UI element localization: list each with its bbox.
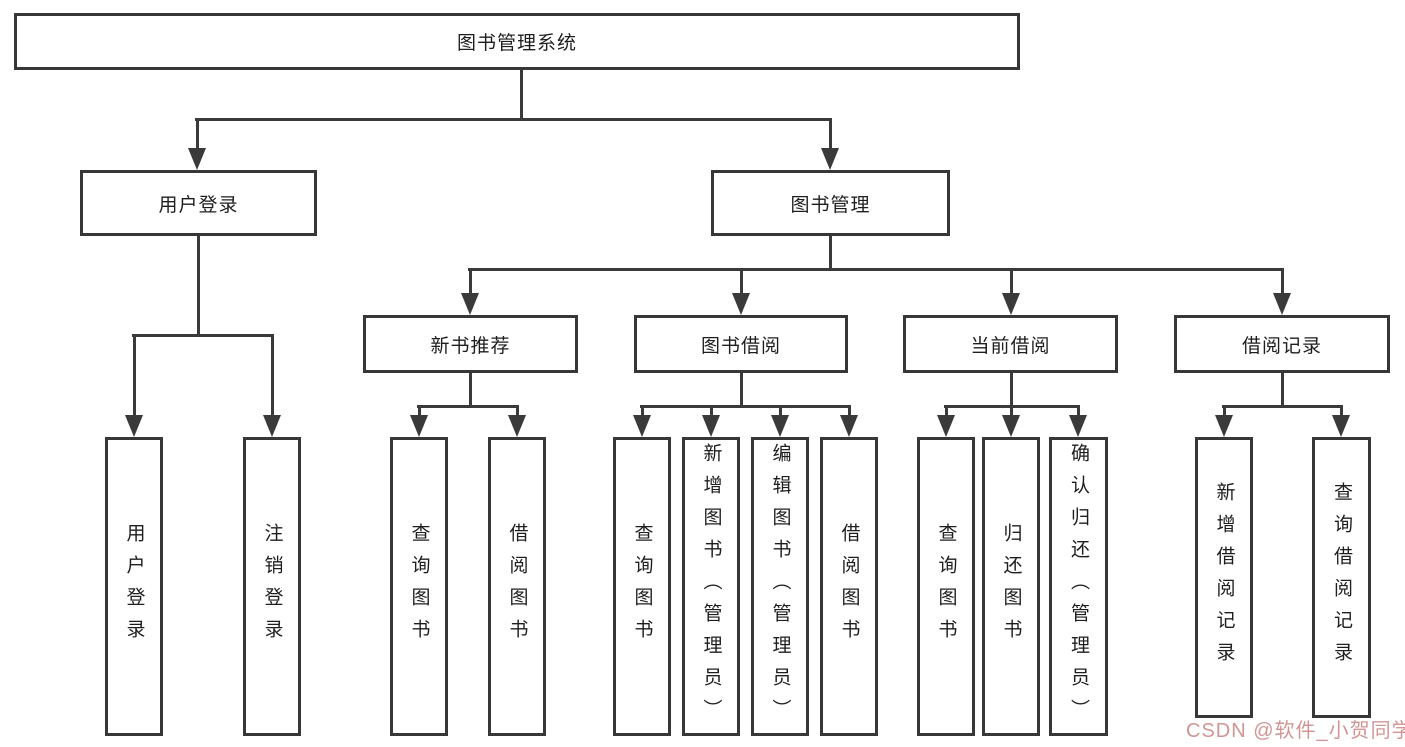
arrow-down-icon — [702, 415, 720, 437]
connector-sec3-arm-2 — [1010, 405, 1013, 419]
arrow-down-icon — [508, 415, 526, 437]
connector-sec2-arm-1 — [641, 405, 644, 419]
leaf-query-borrow-record: 查询借阅记录 — [1312, 437, 1371, 718]
connector-l2-arm-left — [196, 118, 199, 152]
connector-sec3-stem — [1010, 373, 1013, 408]
leaf-confirm-return-admin-label: 确认归还（管理员） — [1068, 442, 1089, 731]
leaf-add-borrow-record: 新增借阅记录 — [1195, 437, 1253, 718]
leaf-user-login-label: 用户登录 — [123, 522, 145, 651]
connector-sec1-stem — [469, 373, 472, 408]
connector-sec3-arm-1 — [945, 405, 948, 419]
leaf-return-book: 归还图书 — [982, 437, 1040, 736]
connector-sec3-split — [944, 405, 1080, 408]
connector-l3-arm-4 — [1281, 268, 1284, 297]
node-current-borrowing-label: 当前借阅 — [970, 335, 1051, 357]
connector-user-stem — [197, 236, 200, 337]
connector-sec1-arm-2 — [516, 405, 519, 419]
arrow-down-icon — [937, 415, 955, 437]
connector-l2-arm-right — [829, 118, 832, 152]
leaf-borrow-book-borrowing: 借阅图书 — [820, 437, 878, 736]
leaf-query-book-recommend: 查询图书 — [390, 437, 448, 736]
connector-l2-split — [195, 118, 832, 121]
leaf-query-book-current-label: 查询图书 — [935, 522, 957, 651]
leaf-edit-book-admin-label: 编辑图书（管理员） — [769, 442, 791, 731]
node-root-label: 图书管理系统 — [456, 33, 577, 54]
node-borrow-records-label: 借阅记录 — [1241, 335, 1322, 357]
node-new-book-recommend-label: 新书推荐 — [430, 335, 511, 357]
connector-l3-arm-3 — [1010, 268, 1013, 297]
connector-root-stem — [520, 70, 523, 121]
connector-book-stem — [829, 236, 832, 271]
arrow-down-icon — [633, 415, 651, 437]
leaf-confirm-return-admin: 确认归还（管理员） — [1049, 437, 1108, 736]
connector-l3-split — [468, 268, 1284, 271]
leaf-query-book-borrowing: 查询图书 — [613, 437, 671, 736]
watermark: CSDN @软件_小贺同学 — [1186, 720, 1405, 742]
node-book-borrowing: 图书借阅 — [634, 315, 848, 373]
arrow-down-icon — [410, 415, 428, 437]
leaf-query-book-current: 查询图书 — [917, 437, 975, 736]
connector-sec4-stem — [1281, 373, 1284, 408]
connector-sec2-split — [640, 405, 851, 408]
leaf-logout: 注销登录 — [243, 437, 301, 736]
leaf-logout-label: 注销登录 — [261, 522, 283, 651]
arrow-down-icon — [1002, 415, 1020, 437]
leaf-add-borrow-record-label: 新增借阅记录 — [1213, 481, 1235, 674]
leaf-query-book-recommend-label: 查询图书 — [408, 522, 430, 651]
node-book-management-label: 图书管理 — [790, 194, 871, 216]
leaf-query-book-borrowing-label: 查询图书 — [631, 522, 653, 651]
leaf-borrow-book-recommend: 借阅图书 — [488, 437, 546, 736]
leaf-borrow-book-borrowing-label: 借阅图书 — [838, 522, 860, 651]
node-user-login-branch: 用户登录 — [80, 170, 317, 236]
arrow-down-icon — [1069, 415, 1087, 437]
arrow-down-icon — [821, 148, 839, 170]
connector-sec2-arm-2 — [710, 405, 713, 419]
connector-sec2-stem — [740, 373, 743, 408]
arrow-down-icon — [125, 415, 143, 437]
connector-sec2-arm-3 — [779, 405, 782, 419]
connector-sec4-split — [1222, 405, 1343, 408]
leaf-edit-book-admin: 编辑图书（管理员） — [751, 437, 809, 736]
connector-sec1-arm-1 — [418, 405, 421, 419]
connector-sec2-arm-4 — [848, 405, 851, 419]
connector-sec4-arm-1 — [1223, 405, 1226, 419]
arrow-down-icon — [1215, 415, 1233, 437]
leaf-user-login: 用户登录 — [105, 437, 163, 736]
node-book-borrowing-label: 图书借阅 — [700, 335, 781, 357]
node-book-management: 图书管理 — [711, 170, 950, 236]
leaf-add-book-admin-label: 新增图书（管理员） — [700, 442, 722, 731]
node-new-book-recommend: 新书推荐 — [363, 315, 578, 373]
arrow-down-icon — [771, 415, 789, 437]
connector-sec1-split — [417, 405, 519, 408]
connector-user-split — [132, 334, 274, 337]
arrow-down-icon — [1273, 293, 1291, 315]
leaf-return-book-label: 归还图书 — [1000, 522, 1022, 651]
arrow-down-icon — [840, 415, 858, 437]
connector-user-arm-left — [133, 334, 136, 418]
connector-l3-arm-2 — [740, 268, 743, 297]
node-user-login-branch-label: 用户登录 — [158, 194, 239, 216]
connector-sec3-arm-3 — [1077, 405, 1080, 419]
connector-sec4-arm-2 — [1340, 405, 1343, 419]
leaf-query-borrow-record-label: 查询借阅记录 — [1331, 481, 1352, 674]
node-current-borrowing: 当前借阅 — [903, 315, 1118, 373]
arrow-down-icon — [1002, 293, 1020, 315]
node-borrow-records: 借阅记录 — [1174, 315, 1390, 373]
arrow-down-icon — [263, 415, 281, 437]
leaf-borrow-book-recommend-label: 借阅图书 — [506, 522, 528, 651]
arrow-down-icon — [461, 293, 479, 315]
arrow-down-icon — [1332, 415, 1350, 437]
connector-user-arm-right — [271, 334, 274, 418]
arrow-down-icon — [732, 293, 750, 315]
arrow-down-icon — [188, 148, 206, 170]
connector-l3-arm-1 — [469, 268, 472, 297]
node-root: 图书管理系统 — [14, 13, 1020, 70]
leaf-add-book-admin: 新增图书（管理员） — [682, 437, 740, 736]
